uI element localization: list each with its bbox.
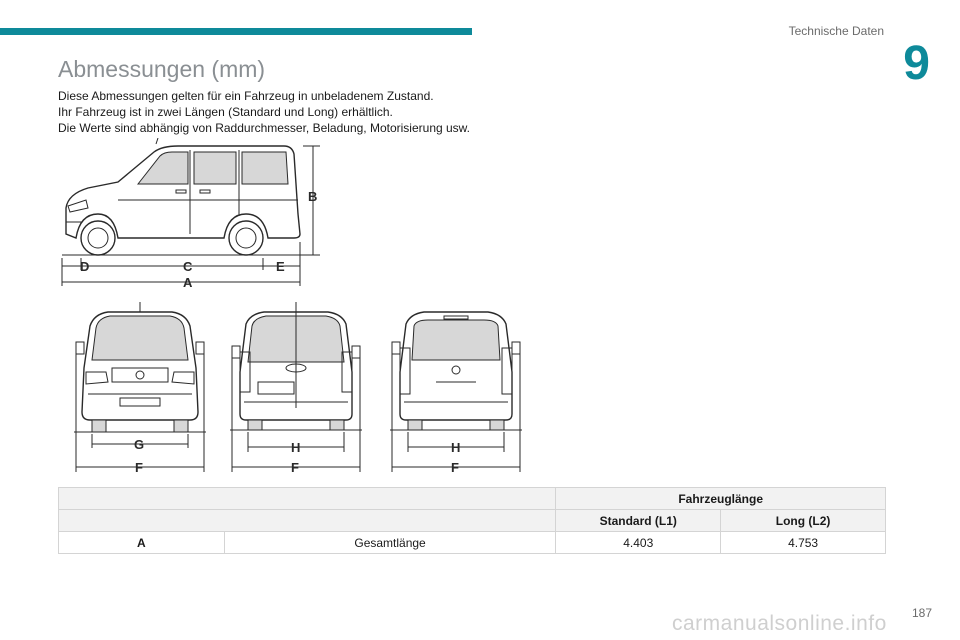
page-title: Abmessungen (mm) — [58, 56, 266, 82]
table-header-empty — [57, 487, 557, 510]
dim-label-g: G — [134, 437, 144, 452]
page-number: 187 — [911, 606, 932, 620]
intro-line: Diese Abmessungen gelten für ein Fahrzeu… — [58, 89, 434, 103]
section-label: Technische Daten — [788, 24, 884, 38]
table-cell-label: Gesamtlänge — [223, 531, 557, 554]
table-header-row: Fahrzeuglänge — [57, 487, 886, 510]
table-cell-l2: 4.753 — [720, 531, 886, 554]
table-subheader-empty — [57, 509, 557, 532]
front-view-diagram: G F — [74, 302, 206, 474]
chapter-number: 9 — [903, 37, 930, 90]
rear-view-diagram-1: H F — [230, 302, 362, 474]
table-cell-key: A — [58, 531, 225, 554]
intro-line: Ihr Fahrzeug ist in zwei Längen (Standar… — [58, 105, 393, 119]
intro-line: Die Werte sind abhängig von Raddurchmess… — [58, 121, 471, 135]
table-row: A Gesamtlänge 4.403 4.753 — [58, 531, 886, 554]
table-subheader-row: Standard (L1) Long (L2) — [57, 509, 886, 532]
dim-label-a: A — [183, 275, 193, 290]
table-group-header: Fahrzeuglänge — [555, 487, 886, 510]
dim-label-f-front: F — [135, 460, 143, 474]
dim-label-f-rear-2: F — [451, 460, 459, 474]
watermark: carmanualsonline.info — [672, 612, 887, 635]
dim-label-h-1: H — [291, 440, 300, 455]
header-accent-bar — [0, 28, 472, 35]
dim-label-h-2: H — [451, 440, 460, 455]
dim-label-d: D — [80, 259, 89, 274]
intro-text: Diese Abmessungen gelten für ein Fahrzeu… — [58, 88, 470, 136]
table-cell-l1: 4.403 — [555, 531, 722, 554]
dim-label-c: C — [183, 259, 193, 274]
table-col-l2: Long (L2) — [720, 509, 886, 532]
table-col-l1: Standard (L1) — [555, 509, 722, 532]
dimensions-table: Fahrzeuglänge Standard (L1) Long (L2) A … — [57, 487, 886, 554]
dim-label-e: E — [276, 259, 285, 274]
side-view-diagram: B D C E A — [61, 138, 320, 290]
dim-label-b: B — [308, 189, 317, 204]
rear-view-diagram-2: H F — [390, 311, 522, 474]
dim-label-f-rear-1: F — [291, 460, 299, 474]
